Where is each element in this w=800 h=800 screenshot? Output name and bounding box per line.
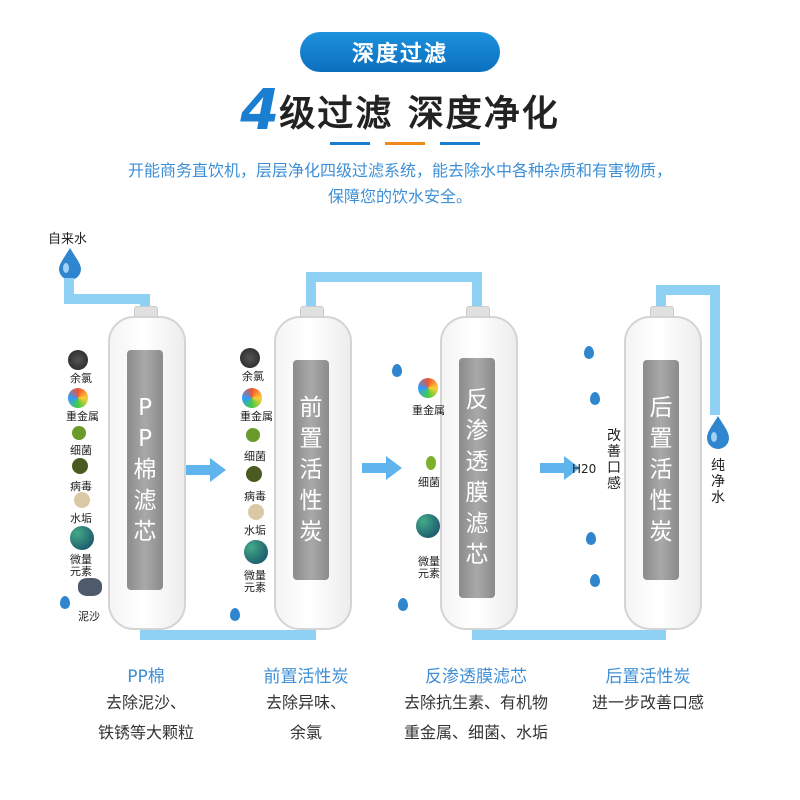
droplet-icon [590, 392, 600, 405]
intro-line-2: 保障您的饮水安全。 [327, 187, 472, 206]
stage-desc-pp: 去除泥沙、 铁锈等大颗粒 [97, 693, 194, 742]
arrow-right-icon-2 [362, 456, 402, 480]
impurity-label: 重金属 [412, 404, 445, 417]
impurity-label: 病毒 [70, 480, 92, 493]
impurity-label: 水垢 [244, 524, 266, 537]
droplet-icon [60, 596, 70, 609]
stage-desc-post-carbon: 进一步改善口感 [591, 693, 704, 712]
impurity-label: 重金属 [66, 410, 99, 423]
pipe-out-filter4 [656, 285, 666, 321]
filter1-core: P P 棉 滤 芯 [127, 350, 163, 590]
chlorine-icon [68, 350, 88, 370]
impurity-label: 余氯 [70, 372, 92, 385]
impurity-label: 病毒 [244, 490, 266, 503]
filter3-core: 反 渗 透 膜 滤 芯 [459, 358, 495, 598]
virus-icon [72, 458, 88, 474]
droplet-icon [584, 346, 594, 359]
pure-water-label: 纯 净 水 [711, 458, 725, 506]
h2o-label: H20 [572, 462, 597, 476]
impurity-label: 细菌 [418, 476, 440, 489]
taste-label: 改 善 口 感 [607, 428, 621, 492]
deco-line-left [330, 142, 370, 145]
droplet-icon [590, 574, 600, 587]
stage-desc-pre-carbon: 去除异味、 余氯 [265, 693, 346, 742]
impurity-label: 细菌 [70, 444, 92, 457]
stage-desc-ro: 去除抗生素、有机物 重金属、细菌、水垢 [403, 693, 548, 742]
pipe-in-down [64, 278, 74, 302]
sediment-icon [78, 578, 102, 596]
droplet-icon [586, 532, 596, 545]
impurity-label: 细菌 [244, 450, 266, 463]
filter4-core: 后 置 活 性 炭 [643, 360, 679, 580]
headline: 4级过滤 深度净化 [0, 78, 800, 143]
arrow-right-icon-1 [186, 458, 226, 482]
heavy-metal-icon [242, 388, 262, 408]
trace-element-icon [70, 526, 94, 550]
headline-number: 4 [240, 78, 280, 143]
pure-water-drop-icon [707, 416, 729, 449]
pipe-bottom-1-2 [140, 630, 316, 640]
intro-text: 开能商务直饮机，层层净化四级过滤系统，能去除水中各种杂质和有害物质， 保障您的饮… [60, 158, 740, 210]
trace-element-icon [416, 514, 440, 538]
bacteria-icon [426, 456, 436, 470]
bacteria-icon [72, 426, 86, 440]
filter2-core: 前 置 活 性 炭 [293, 360, 329, 580]
trace-element-icon [244, 540, 268, 564]
intro-line-1: 开能商务直饮机，层层净化四级过滤系统，能去除水中各种杂质和有害物质， [127, 161, 672, 180]
impurity-label: 重金属 [240, 410, 273, 423]
pipe-into-filter3 [472, 272, 482, 322]
stage-title-post-carbon: 后置活性炭 [605, 667, 691, 687]
scale-icon [74, 492, 90, 508]
stage-title-pre-carbon: 前置活性炭 [263, 667, 349, 687]
pipe-out-down [710, 285, 720, 415]
stage-title-pp: PP棉 [127, 667, 165, 687]
arrow-right-icon-3 [540, 456, 580, 480]
droplet-icon [392, 364, 402, 377]
headline-text: 级过滤 深度净化 [279, 93, 560, 135]
pipe-top-2-3 [306, 272, 482, 282]
impurity-label: 微量元素 [70, 553, 92, 578]
impurity-label: 微量元素 [418, 555, 440, 580]
droplet-icon [230, 608, 240, 621]
heavy-metal-icon [418, 378, 438, 398]
heavy-metal-icon [68, 388, 88, 408]
bacteria-icon [246, 428, 260, 442]
water-drop-icon [59, 248, 81, 280]
impurity-label: 余氯 [242, 370, 264, 383]
pipe-in-across [64, 294, 150, 304]
deco-line-center [385, 142, 425, 145]
chlorine-icon [240, 348, 260, 368]
pipe-out-across [656, 285, 720, 295]
deco-line-right [440, 142, 480, 145]
pipe-out-filter2 [306, 272, 316, 322]
stage-title-ro: 反渗透膜滤芯 [425, 667, 527, 687]
droplet-icon [398, 598, 408, 611]
tap-water-label: 自来水 [48, 232, 88, 247]
virus-icon [246, 466, 262, 482]
impurity-label: 微量元素 [244, 569, 266, 594]
scale-icon [248, 504, 264, 520]
section-badge: 深度过滤 [300, 32, 500, 72]
impurity-label: 泥沙 [78, 610, 100, 623]
impurity-label: 水垢 [70, 512, 92, 525]
pipe-bottom-3-4 [472, 630, 666, 640]
